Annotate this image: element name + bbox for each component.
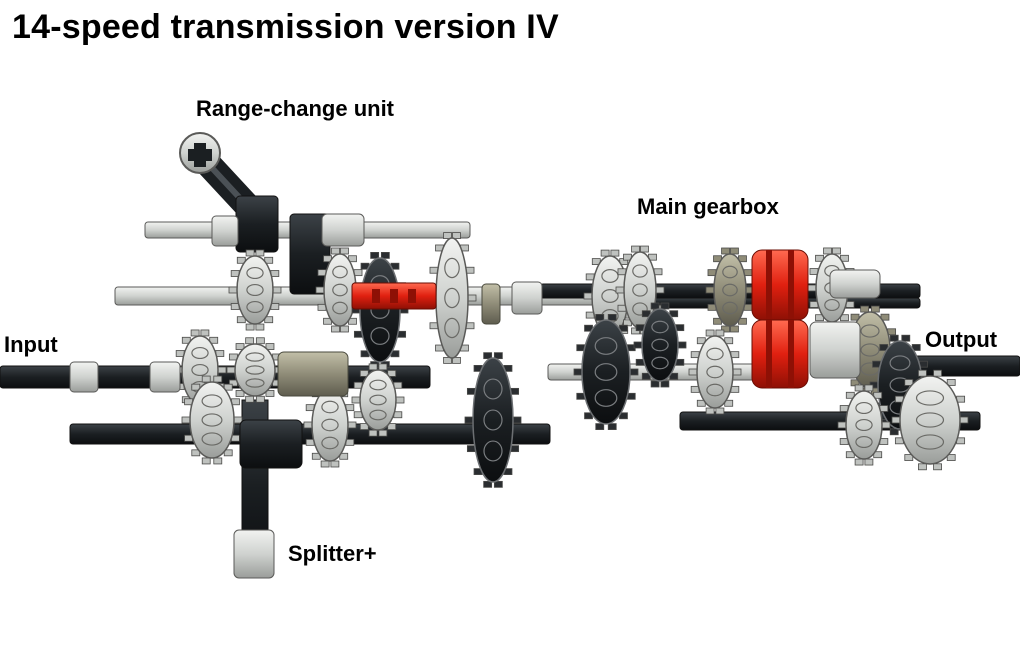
gear: [351, 363, 405, 437]
gear: [615, 245, 665, 335]
red-synchro: [751, 319, 809, 389]
gear: [315, 247, 365, 333]
red-clutch-parts: [351, 282, 437, 310]
grey-coupler: [829, 269, 881, 299]
label-output: Output: [925, 327, 998, 352]
bush: [211, 215, 239, 247]
label-input: Input: [4, 332, 58, 357]
gear: [837, 384, 891, 466]
coupler: [481, 283, 501, 325]
black-gear: [633, 302, 687, 388]
gear: [226, 337, 284, 403]
page-title: 14-speed transmission version IV: [12, 8, 559, 46]
coupler: [511, 281, 543, 315]
main-gearbox-synchros: [751, 249, 809, 389]
cross-axle-hole-icon: [188, 143, 212, 167]
label-main-gearbox: Main gearbox: [637, 194, 779, 219]
tan-gear: [705, 247, 755, 333]
black-gear: [464, 352, 522, 488]
input-bush: [149, 361, 181, 393]
tan-coupler: [277, 351, 349, 397]
gear: [891, 369, 969, 471]
lever-mount: [235, 195, 279, 253]
grey-coupler: [809, 321, 861, 379]
label-range-change-unit: Range-change unit: [196, 96, 395, 121]
gear: [228, 249, 282, 331]
gear: [688, 329, 742, 415]
black-gear: [573, 314, 639, 430]
red-synchro: [751, 249, 809, 321]
input-bush: [69, 361, 99, 393]
gears: [173, 232, 969, 488]
splitter-joint: [239, 419, 303, 469]
gear: [181, 375, 243, 465]
label-splitter: Splitter+: [288, 541, 377, 566]
splitter-bush: [233, 529, 275, 579]
axle-couplers: [69, 269, 881, 579]
bush: [321, 213, 365, 247]
